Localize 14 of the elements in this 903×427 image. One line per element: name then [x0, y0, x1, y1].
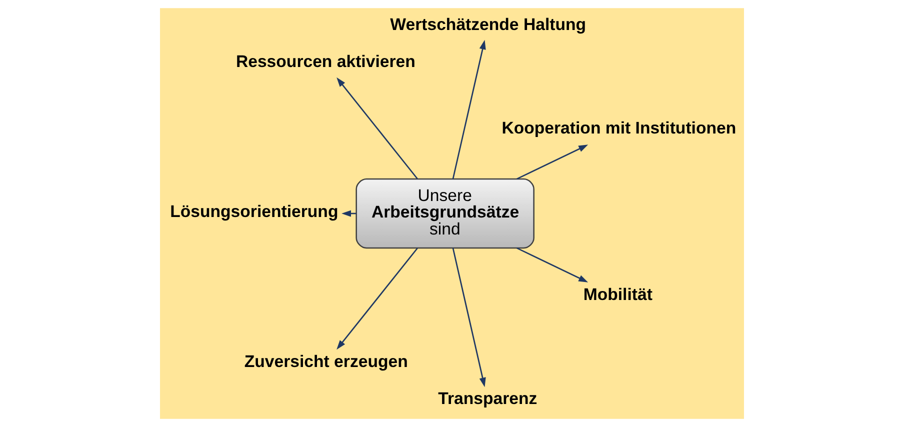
arrow	[336, 77, 418, 180]
node-text: Zuversicht erzeugen	[244, 352, 408, 371]
arrow	[516, 144, 588, 180]
node-text: Ressourcen aktivieren	[235, 52, 415, 71]
node-box: Unsere Arbeitsgrundsätze sind	[355, 178, 534, 249]
arrow	[452, 248, 486, 388]
node-text: Wertschätzende Haltung	[390, 14, 586, 34]
node-text: Kooperation mit Institutionen	[501, 118, 736, 138]
arrow	[336, 248, 418, 350]
arrow	[516, 247, 588, 282]
node-text: Mobilität	[582, 285, 652, 304]
node-text: Lösungsorientierung	[170, 202, 338, 221]
node-text: Transparenz	[438, 388, 537, 408]
arrow	[452, 40, 486, 180]
